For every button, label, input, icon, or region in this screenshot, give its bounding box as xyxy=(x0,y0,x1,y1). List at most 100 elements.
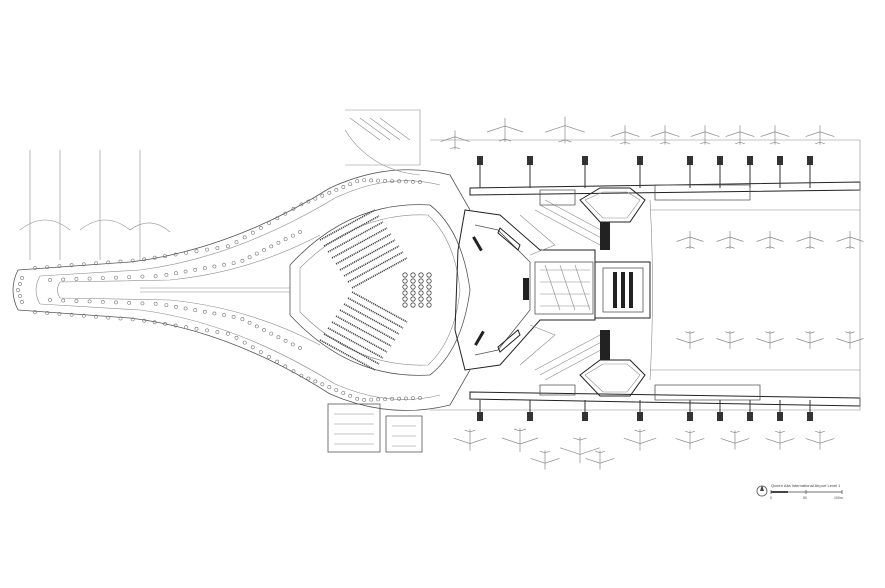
aircraft-icon xyxy=(501,428,539,452)
jet-bridge-head xyxy=(717,156,723,165)
aircraft-icon xyxy=(440,130,470,150)
jet-bridge-head xyxy=(777,412,783,421)
west-parking-symbols xyxy=(19,150,171,260)
tree-dot xyxy=(174,271,178,276)
tree-dot xyxy=(184,325,188,330)
tree-dot xyxy=(153,274,158,279)
aircraft-icon xyxy=(716,231,744,249)
jet-bridge-head xyxy=(527,412,533,421)
tree-dot xyxy=(130,317,135,322)
terminal-building xyxy=(454,199,651,381)
tree-dot xyxy=(334,388,339,393)
tree-dot xyxy=(383,397,388,402)
jet-bridge-head xyxy=(807,156,813,165)
planter xyxy=(426,272,432,278)
parking-rows xyxy=(319,209,432,371)
aircraft-icon xyxy=(690,125,720,145)
planter xyxy=(402,290,408,296)
tree-dot xyxy=(290,233,295,238)
aircraft-icon xyxy=(676,331,704,349)
jet-bridge-head xyxy=(807,412,813,421)
parking-row xyxy=(335,315,392,347)
parking-row xyxy=(339,239,396,271)
planter xyxy=(410,272,416,278)
aircraft-icon xyxy=(585,450,615,470)
tree-dot xyxy=(87,276,92,281)
tree-dot xyxy=(291,206,296,211)
tree-dot xyxy=(174,304,178,309)
tree-dot xyxy=(212,311,217,316)
tree-dot xyxy=(225,331,230,336)
jet-bridge-head xyxy=(687,156,693,165)
tree-dot xyxy=(254,324,259,329)
tree-dot xyxy=(142,318,147,323)
tree-dot xyxy=(20,300,24,304)
tree-dot xyxy=(341,391,346,395)
tree-dot xyxy=(183,269,188,274)
parking-row xyxy=(339,309,396,341)
tree-dot xyxy=(184,250,188,255)
tree-dot xyxy=(20,276,24,280)
planter xyxy=(402,278,408,284)
tree-dot xyxy=(81,262,86,267)
tree-dot xyxy=(418,396,422,400)
tree-dot xyxy=(45,265,50,270)
planter xyxy=(426,296,432,302)
tree-dot xyxy=(231,261,236,266)
tree-dot xyxy=(61,298,66,303)
tree-dot xyxy=(362,397,367,402)
parking-row xyxy=(323,215,380,247)
tree-dot xyxy=(283,364,288,369)
tree-dot xyxy=(215,330,220,334)
tree-dot xyxy=(173,252,178,257)
planter xyxy=(426,302,432,308)
jet-bridge-head xyxy=(777,156,783,165)
tree-dot xyxy=(57,264,62,269)
tree-dot xyxy=(194,249,199,254)
aircraft-icon xyxy=(676,231,704,249)
tree-dot xyxy=(81,313,86,318)
aircraft-icon xyxy=(545,116,585,144)
tree-dot xyxy=(183,306,188,311)
tree-dot xyxy=(376,397,381,402)
tree-dot xyxy=(234,335,239,340)
tree-dot xyxy=(362,178,367,183)
jet-bridge-head xyxy=(717,412,723,421)
tree-dot xyxy=(130,258,135,263)
aircraft-symbols xyxy=(440,116,864,470)
aircraft-icon xyxy=(836,231,864,249)
aircraft-icon xyxy=(530,450,560,470)
tree-dot xyxy=(390,396,395,401)
tree-dot xyxy=(57,311,62,316)
jet-bridges xyxy=(477,156,813,421)
aircraft-icon xyxy=(756,231,784,249)
drawing-caption: Queen Alia International Airport Level 1 xyxy=(771,483,841,488)
aircraft-icon xyxy=(716,331,744,349)
tree-dot xyxy=(383,178,388,183)
jet-bridge-head xyxy=(747,156,753,165)
tree-dot xyxy=(262,328,266,332)
tree-dot xyxy=(127,300,132,305)
tree-dot xyxy=(163,321,168,326)
north-arrow xyxy=(756,485,768,497)
tree-dot xyxy=(205,328,209,333)
planter xyxy=(418,302,424,308)
tree-dot xyxy=(269,331,274,336)
parking-row xyxy=(335,233,392,265)
tree-dot xyxy=(397,179,402,184)
planter xyxy=(426,284,432,290)
tree-dot xyxy=(222,313,226,318)
tree-dot xyxy=(106,315,111,320)
tree-dot xyxy=(267,354,272,359)
tree-dot xyxy=(202,309,207,314)
tree-dot xyxy=(313,196,318,201)
tree-dot xyxy=(348,182,353,187)
tree-dot xyxy=(18,282,22,286)
planter xyxy=(426,290,432,296)
tree-dot xyxy=(173,323,178,328)
tree-dot xyxy=(69,263,74,268)
tree-dot xyxy=(222,262,226,267)
tree-dot xyxy=(327,190,332,195)
tree-dot xyxy=(334,187,339,192)
